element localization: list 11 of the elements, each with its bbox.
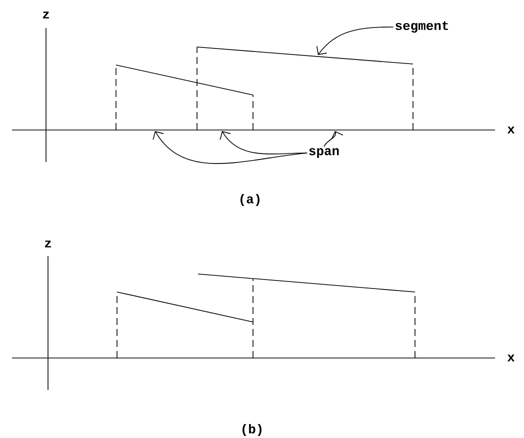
- leader-line: [324, 131, 344, 148]
- leader-line: [220, 131, 308, 154]
- axis-label: x: [507, 354, 515, 362]
- axis-label: z: [43, 12, 49, 18]
- leader-label: span: [309, 148, 339, 158]
- axis-label: x: [507, 126, 515, 134]
- panel-label: (b): [242, 424, 262, 436]
- panel-label: (a): [240, 194, 260, 206]
- axis-label: z: [45, 240, 51, 248]
- leader-line: [316, 26, 394, 55]
- leader-label: segment: [396, 21, 448, 33]
